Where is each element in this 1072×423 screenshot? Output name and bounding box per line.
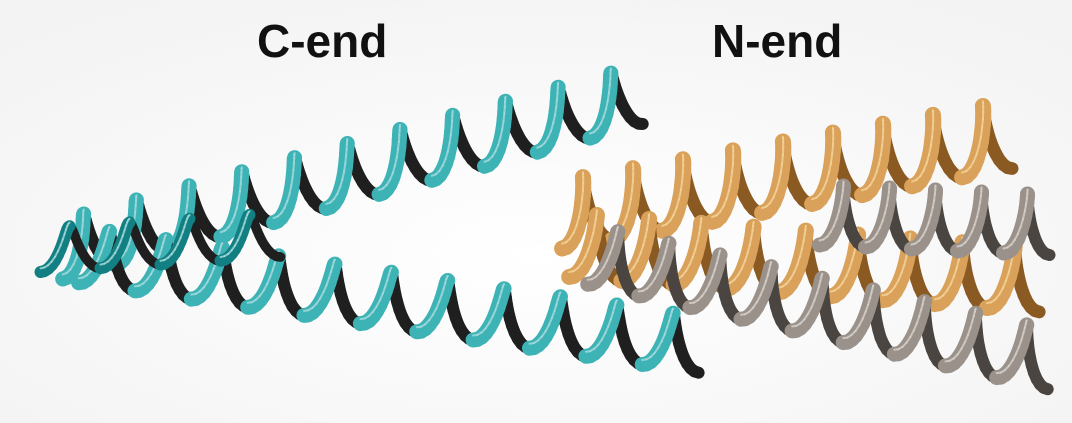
n-end-label: N-end [712,14,842,68]
c-end-label: C-end [257,14,387,68]
